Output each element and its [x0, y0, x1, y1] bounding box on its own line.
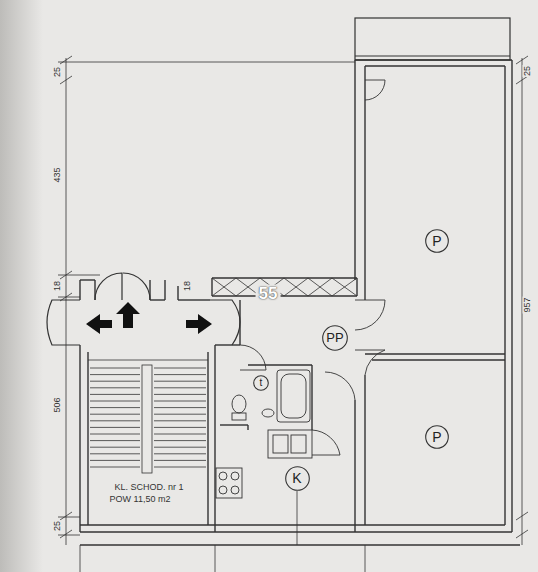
stair-tread — [154, 394, 206, 395]
room-name: KL. SCHOD. nr 1 — [113, 483, 184, 492]
dimension-value: 957 — [523, 296, 532, 313]
stair-tread — [90, 381, 140, 382]
room-marker: P — [425, 425, 449, 449]
stair-tread — [90, 440, 140, 441]
dimension-value: 435 — [53, 166, 62, 183]
fixtures — [216, 370, 312, 498]
stair-tread — [154, 401, 206, 402]
dimension-lines — [58, 56, 528, 572]
stair-tread — [90, 407, 140, 408]
vent-hatch — [212, 278, 357, 296]
stairs — [88, 360, 208, 473]
stair-tread — [90, 387, 140, 388]
room-label: K — [285, 466, 310, 491]
stair-tread — [90, 394, 140, 395]
room-label: PP — [322, 325, 348, 351]
stair-tread — [154, 440, 206, 441]
watermark: 55 — [256, 285, 281, 302]
dimension-value: 18 — [183, 280, 192, 292]
room-marker: P — [425, 229, 449, 253]
stair-tread — [154, 467, 206, 468]
room-label: t — [253, 375, 269, 391]
stair-tread — [154, 460, 206, 461]
stair-tread — [154, 453, 206, 454]
room-label: P — [425, 229, 449, 253]
dimension-value: 506 — [53, 396, 62, 413]
stair-tread — [90, 434, 140, 435]
stair-tread — [154, 427, 206, 428]
stair-tread — [154, 447, 206, 448]
dimension-value: 18 — [53, 280, 62, 292]
stair-tread — [90, 374, 140, 375]
stair-tread — [90, 414, 140, 415]
room-marker: PP — [322, 325, 348, 351]
leader-line — [297, 491, 298, 545]
stair-tread — [90, 427, 140, 428]
stair-tread — [90, 420, 140, 421]
stair-tread — [90, 447, 140, 448]
doors — [240, 80, 385, 455]
stair-tread — [90, 460, 140, 461]
direction-arrows — [86, 302, 212, 334]
stair-tread — [154, 368, 206, 369]
balcony — [355, 18, 510, 60]
stair-tread — [154, 434, 206, 435]
landing — [47, 300, 240, 345]
room-label: P — [425, 425, 449, 449]
stair-tread — [154, 407, 206, 408]
area-note: POW 11,50 m2 — [109, 495, 172, 504]
room-marker: K — [285, 466, 310, 491]
dimension-value: 25 — [53, 66, 62, 78]
stair-tread — [154, 374, 206, 375]
dimension-value: 25 — [53, 520, 62, 532]
entry-door — [95, 273, 150, 300]
stair-tread — [154, 381, 206, 382]
stair-tread — [154, 414, 206, 415]
dimension-value: 25 — [523, 65, 532, 77]
stair-tread — [90, 401, 140, 402]
stair-tread — [154, 387, 206, 388]
walls — [80, 60, 520, 545]
stair-tread — [90, 368, 140, 369]
stair-tread — [90, 453, 140, 454]
room-marker: t — [253, 375, 269, 391]
stair-tread — [154, 420, 206, 421]
stair-tread — [90, 467, 140, 468]
